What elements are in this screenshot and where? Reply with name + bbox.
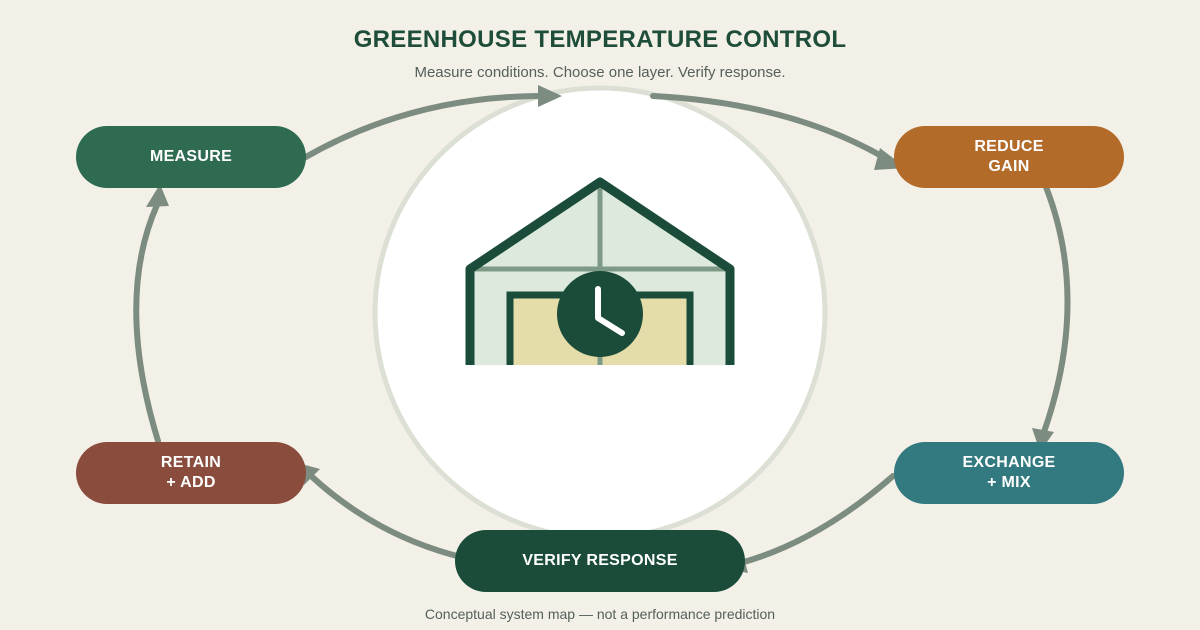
arrow-verify-to-retain — [307, 472, 477, 563]
node-measure: MEASURE — [76, 126, 306, 188]
node-retain-label-2: + ADD — [166, 474, 216, 491]
page-subtitle: Measure conditions. Choose one layer. Ve… — [414, 64, 786, 81]
footer-note: Conceptual system map — not a performanc… — [424, 606, 776, 622]
arrowhead-icon — [538, 85, 562, 107]
arrow-retain-to-measure — [133, 202, 161, 444]
node-measure-label: MEASURE — [149, 148, 233, 165]
node-verify-label: VERIFY RESPONSE — [522, 552, 678, 569]
node-reduce-label-1: REDUCE — [974, 138, 1044, 155]
node-exchange-label-1: EXCHANGE — [962, 454, 1056, 471]
node-verify-response: VERIFY RESPONSE — [455, 530, 745, 592]
node-retain-label-1: RETAIN — [160, 454, 222, 471]
node-exchange-label-2: + MIX — [987, 474, 1031, 491]
cycle-arrows — [133, 93, 1071, 565]
node-exchange-mix: EXCHANGE + MIX — [894, 442, 1124, 504]
page-title: GREENHOUSE TEMPERATURE CONTROL — [353, 26, 847, 53]
node-retain-add: RETAIN + ADD — [76, 442, 306, 504]
arrow-top-to-reduce — [650, 93, 888, 161]
arrow-reduce-to-exchange — [1041, 184, 1071, 435]
arrow-measure-to-top — [301, 93, 541, 161]
arrowhead-icon — [146, 184, 169, 207]
node-reduce-label-2: GAIN — [988, 158, 1030, 175]
greenhouse-clock-icon — [465, 177, 735, 365]
arrow-exchange-to-verify — [741, 473, 896, 565]
arrowhead-icon — [1032, 428, 1054, 452]
node-reduce-gain: REDUCE GAIN — [894, 126, 1124, 188]
